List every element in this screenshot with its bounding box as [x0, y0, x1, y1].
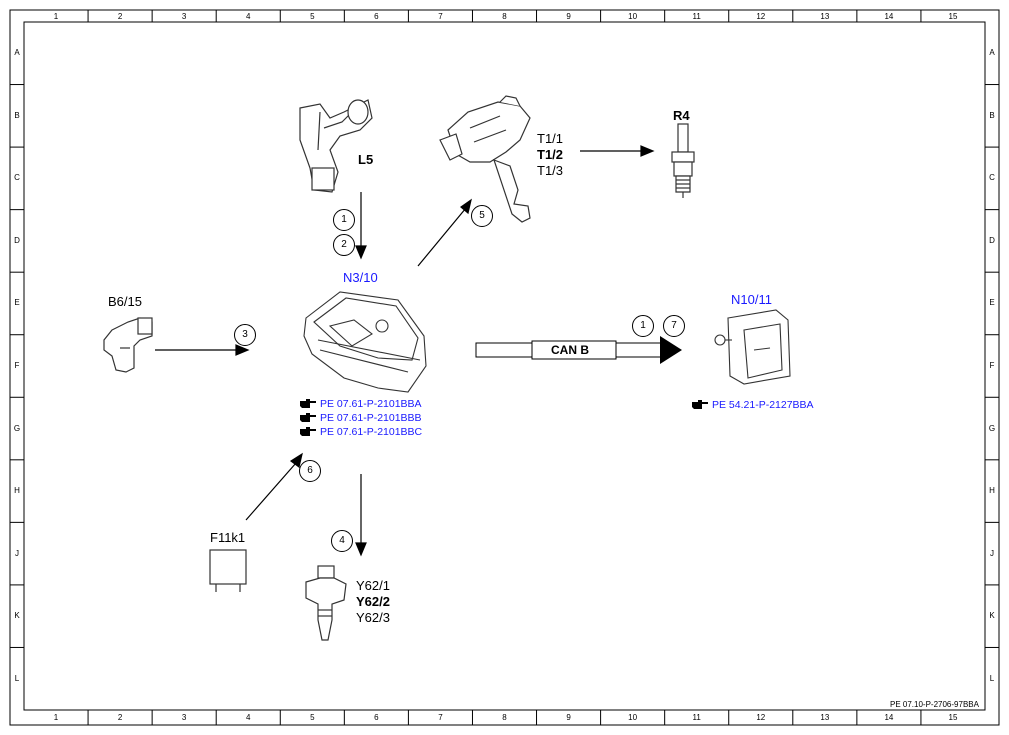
- grid-row-label: K: [989, 611, 995, 621]
- label-r4: R4: [673, 108, 690, 123]
- grid-column-label: 8: [502, 12, 507, 21]
- grid-column-label: 12: [756, 12, 766, 21]
- grid-row-label: D: [989, 235, 995, 245]
- reference-n3-10-c: PE 07.61-P-2101BBC: [320, 426, 423, 438]
- n10-11-module-drawing: [714, 309, 791, 385]
- grid-column-label: 10: [628, 713, 638, 722]
- grid-row-label: F: [989, 361, 995, 370]
- grid-column-label: 8: [502, 713, 507, 722]
- grid-column-label: 9: [566, 12, 571, 21]
- grid-row-label: C: [14, 173, 20, 183]
- grid-column-label: 7: [438, 12, 443, 21]
- grid-row-label: A: [14, 48, 20, 58]
- label-y62-3: Y62/3: [356, 610, 390, 625]
- b6-15-sensor-drawing: [103, 317, 153, 373]
- label-b6-15: B6/15: [108, 294, 142, 309]
- grid-column-label: 6: [374, 713, 379, 722]
- reference-link[interactable]: PE 07.61-P-2101BBB: [300, 412, 422, 424]
- reference-link[interactable]: PE 54.21-P-2127BBA: [692, 399, 814, 411]
- pointing-hand-icon: [300, 427, 316, 436]
- grid-column-label: 5: [310, 713, 315, 722]
- grid-column-label: 10: [628, 12, 638, 21]
- callout-1-can: 1: [632, 315, 654, 337]
- can-bus-arrow: [475, 336, 682, 364]
- callout-5: 5: [471, 205, 493, 227]
- label-n10-11: N10/11: [731, 292, 772, 307]
- callout-7: 7: [663, 315, 685, 337]
- grid-column-label: 7: [438, 713, 443, 722]
- grid-row-label: K: [14, 611, 20, 621]
- t1-coil-drawing: [439, 95, 531, 223]
- reference-n3-10-a: PE 07.61-P-2101BBA: [320, 398, 422, 410]
- grid-column-label: 6: [374, 12, 379, 21]
- reference-link[interactable]: PE 07.61-P-2101BBA: [300, 398, 422, 410]
- grid-column-label: 11: [692, 12, 701, 21]
- grid-column-label: 4: [245, 713, 251, 722]
- grid-column-label: 13: [820, 12, 830, 21]
- grid-row-label: C: [989, 173, 995, 183]
- l5-sensor-drawing: [299, 99, 373, 193]
- grid-column-label: 14: [884, 713, 894, 722]
- grid-row-label: D: [14, 235, 20, 245]
- grid-row-label: F: [14, 361, 20, 370]
- grid-column-label: 15: [948, 713, 958, 722]
- n3-10-ecu-drawing: [303, 291, 427, 393]
- grid-row-label: G: [988, 423, 996, 433]
- label-l5: L5: [358, 152, 374, 167]
- y62-injector-drawing: [305, 565, 347, 641]
- grid-row-label: B: [14, 110, 20, 120]
- f11k1-relay-drawing: [209, 549, 247, 592]
- label-f11k1: F11k1: [210, 530, 246, 545]
- grid-column-label: 3: [181, 713, 187, 722]
- label-t1-1: T1/1: [537, 131, 564, 146]
- grid-column-label: 5: [310, 12, 315, 21]
- grid-row-label: A: [989, 48, 995, 58]
- grid-column-label: 9: [566, 713, 571, 722]
- reference-n10-11: PE 54.21-P-2127BBA: [712, 399, 814, 411]
- grid-row-label: J: [15, 548, 19, 558]
- grid-column-label: 11: [692, 713, 701, 722]
- grid-ticks: [10, 10, 999, 725]
- grid-column-label: 15: [948, 12, 958, 21]
- grid-column-label: 12: [756, 713, 766, 722]
- callout-4: 4: [331, 530, 353, 552]
- pointing-hand-icon: [692, 400, 708, 409]
- grid-column-label: 4: [245, 12, 251, 21]
- label-t1-3: T1/3: [537, 163, 564, 178]
- grid-column-label: 1: [53, 12, 59, 21]
- grid-row-label: B: [989, 110, 995, 120]
- reference-link[interactable]: PE 07.61-P-2101BBC: [300, 426, 422, 438]
- grid-row-label: E: [14, 298, 20, 308]
- r4-spark-plug-drawing: [671, 123, 695, 198]
- grid-column-label: 2: [117, 12, 123, 21]
- label-y62-2: Y62/2: [356, 594, 390, 609]
- grid-column-label: 2: [117, 713, 123, 722]
- callout-3: 3: [234, 324, 256, 346]
- grid-column-label: 1: [53, 713, 59, 722]
- callout-1: 1: [333, 209, 355, 231]
- can-b-label: CAN B: [551, 343, 589, 357]
- label-n3-10: N3/10: [343, 270, 378, 285]
- grid-row-label: H: [14, 486, 20, 496]
- callout-6: 6: [299, 460, 321, 482]
- grid-row-label: L: [989, 673, 995, 683]
- grid-row-label: E: [989, 298, 995, 308]
- reference-n3-10-b: PE 07.61-P-2101BBB: [320, 412, 422, 424]
- pointing-hand-icon: [300, 399, 316, 408]
- label-y62-1: Y62/1: [356, 578, 390, 593]
- callout-2: 2: [333, 234, 355, 256]
- label-t1-2: T1/2: [537, 147, 564, 162]
- grid-row-label: J: [990, 548, 994, 558]
- footer-code: PE 07.10-P-2706-97BBA: [890, 700, 979, 709]
- grid-column-label: 14: [884, 12, 894, 21]
- grid-row-label: L: [14, 673, 20, 683]
- grid-column-label: 13: [820, 713, 830, 722]
- grid-row-label: H: [989, 486, 995, 496]
- grid-row-label: G: [13, 423, 21, 433]
- grid-column-label: 3: [181, 12, 187, 21]
- pointing-hand-icon: [300, 413, 316, 422]
